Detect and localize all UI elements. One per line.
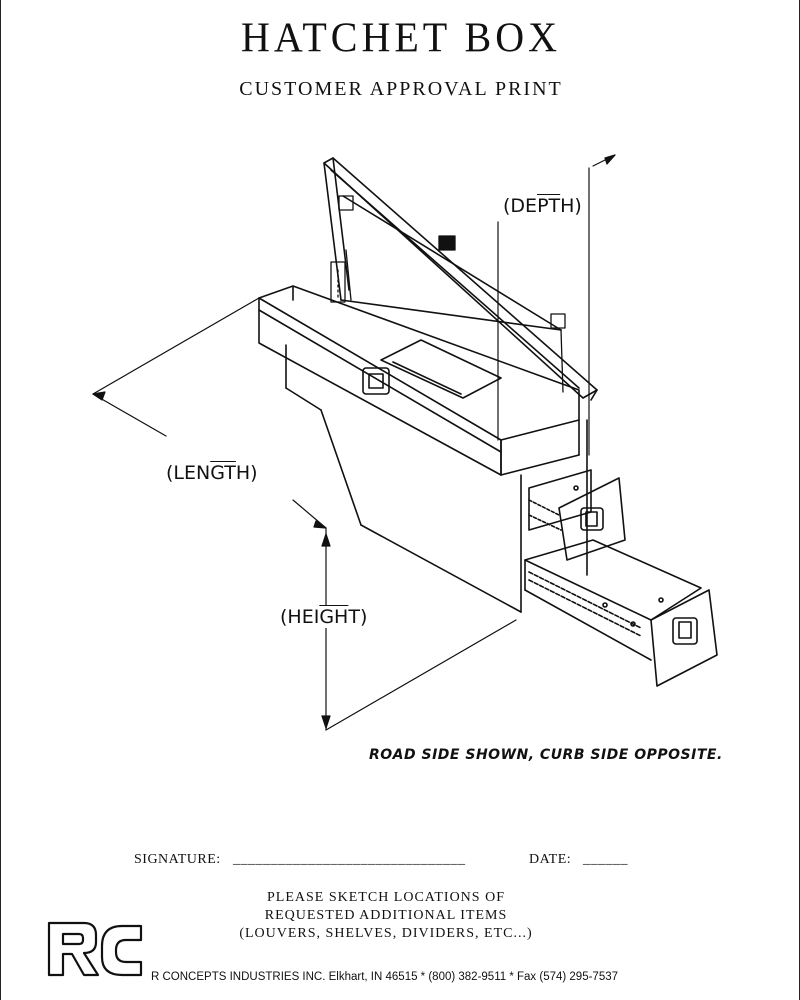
lid-hardware bbox=[330, 195, 566, 393]
signature-label: SIGNATURE: bbox=[134, 852, 221, 867]
sketch-instructions: PLEASE SKETCH LOCATIONS OF REQUESTED ADD… bbox=[1, 889, 771, 943]
instruction-line: REQUESTED ADDITIONAL ITEMS bbox=[264, 908, 508, 923]
depth-dimension-label: (DEPTH) bbox=[501, 195, 584, 217]
height-dimension-label: (HEIGHT) bbox=[278, 606, 370, 628]
page-title: HATCHET BOX bbox=[241, 13, 561, 62]
upper-drawer bbox=[528, 469, 626, 561]
side-orientation-note: ROAD SIDE SHOWN, CURB SIDE OPPOSITE. bbox=[369, 747, 723, 763]
lower-drawer bbox=[524, 539, 718, 687]
instruction-line: (LOUVERS, SHELVES, DIVIDERS, ETC...) bbox=[239, 926, 533, 941]
date-label: DATE: bbox=[529, 852, 572, 867]
length-dimension-label: (LENGTH) bbox=[164, 462, 260, 484]
company-info-footer: R CONCEPTS INDUSTRIES INC. Elkhart, IN 4… bbox=[151, 971, 619, 983]
instruction-line: PLEASE SKETCH LOCATIONS OF bbox=[267, 890, 505, 905]
page-subtitle: CUSTOMER APPROVAL PRINT bbox=[239, 78, 563, 100]
signature-line: _______________________________ bbox=[233, 852, 466, 867]
date-line: ______ bbox=[583, 852, 628, 867]
box-body bbox=[258, 285, 588, 613]
rc-logo bbox=[47, 921, 143, 977]
dimension-lines bbox=[92, 154, 616, 731]
